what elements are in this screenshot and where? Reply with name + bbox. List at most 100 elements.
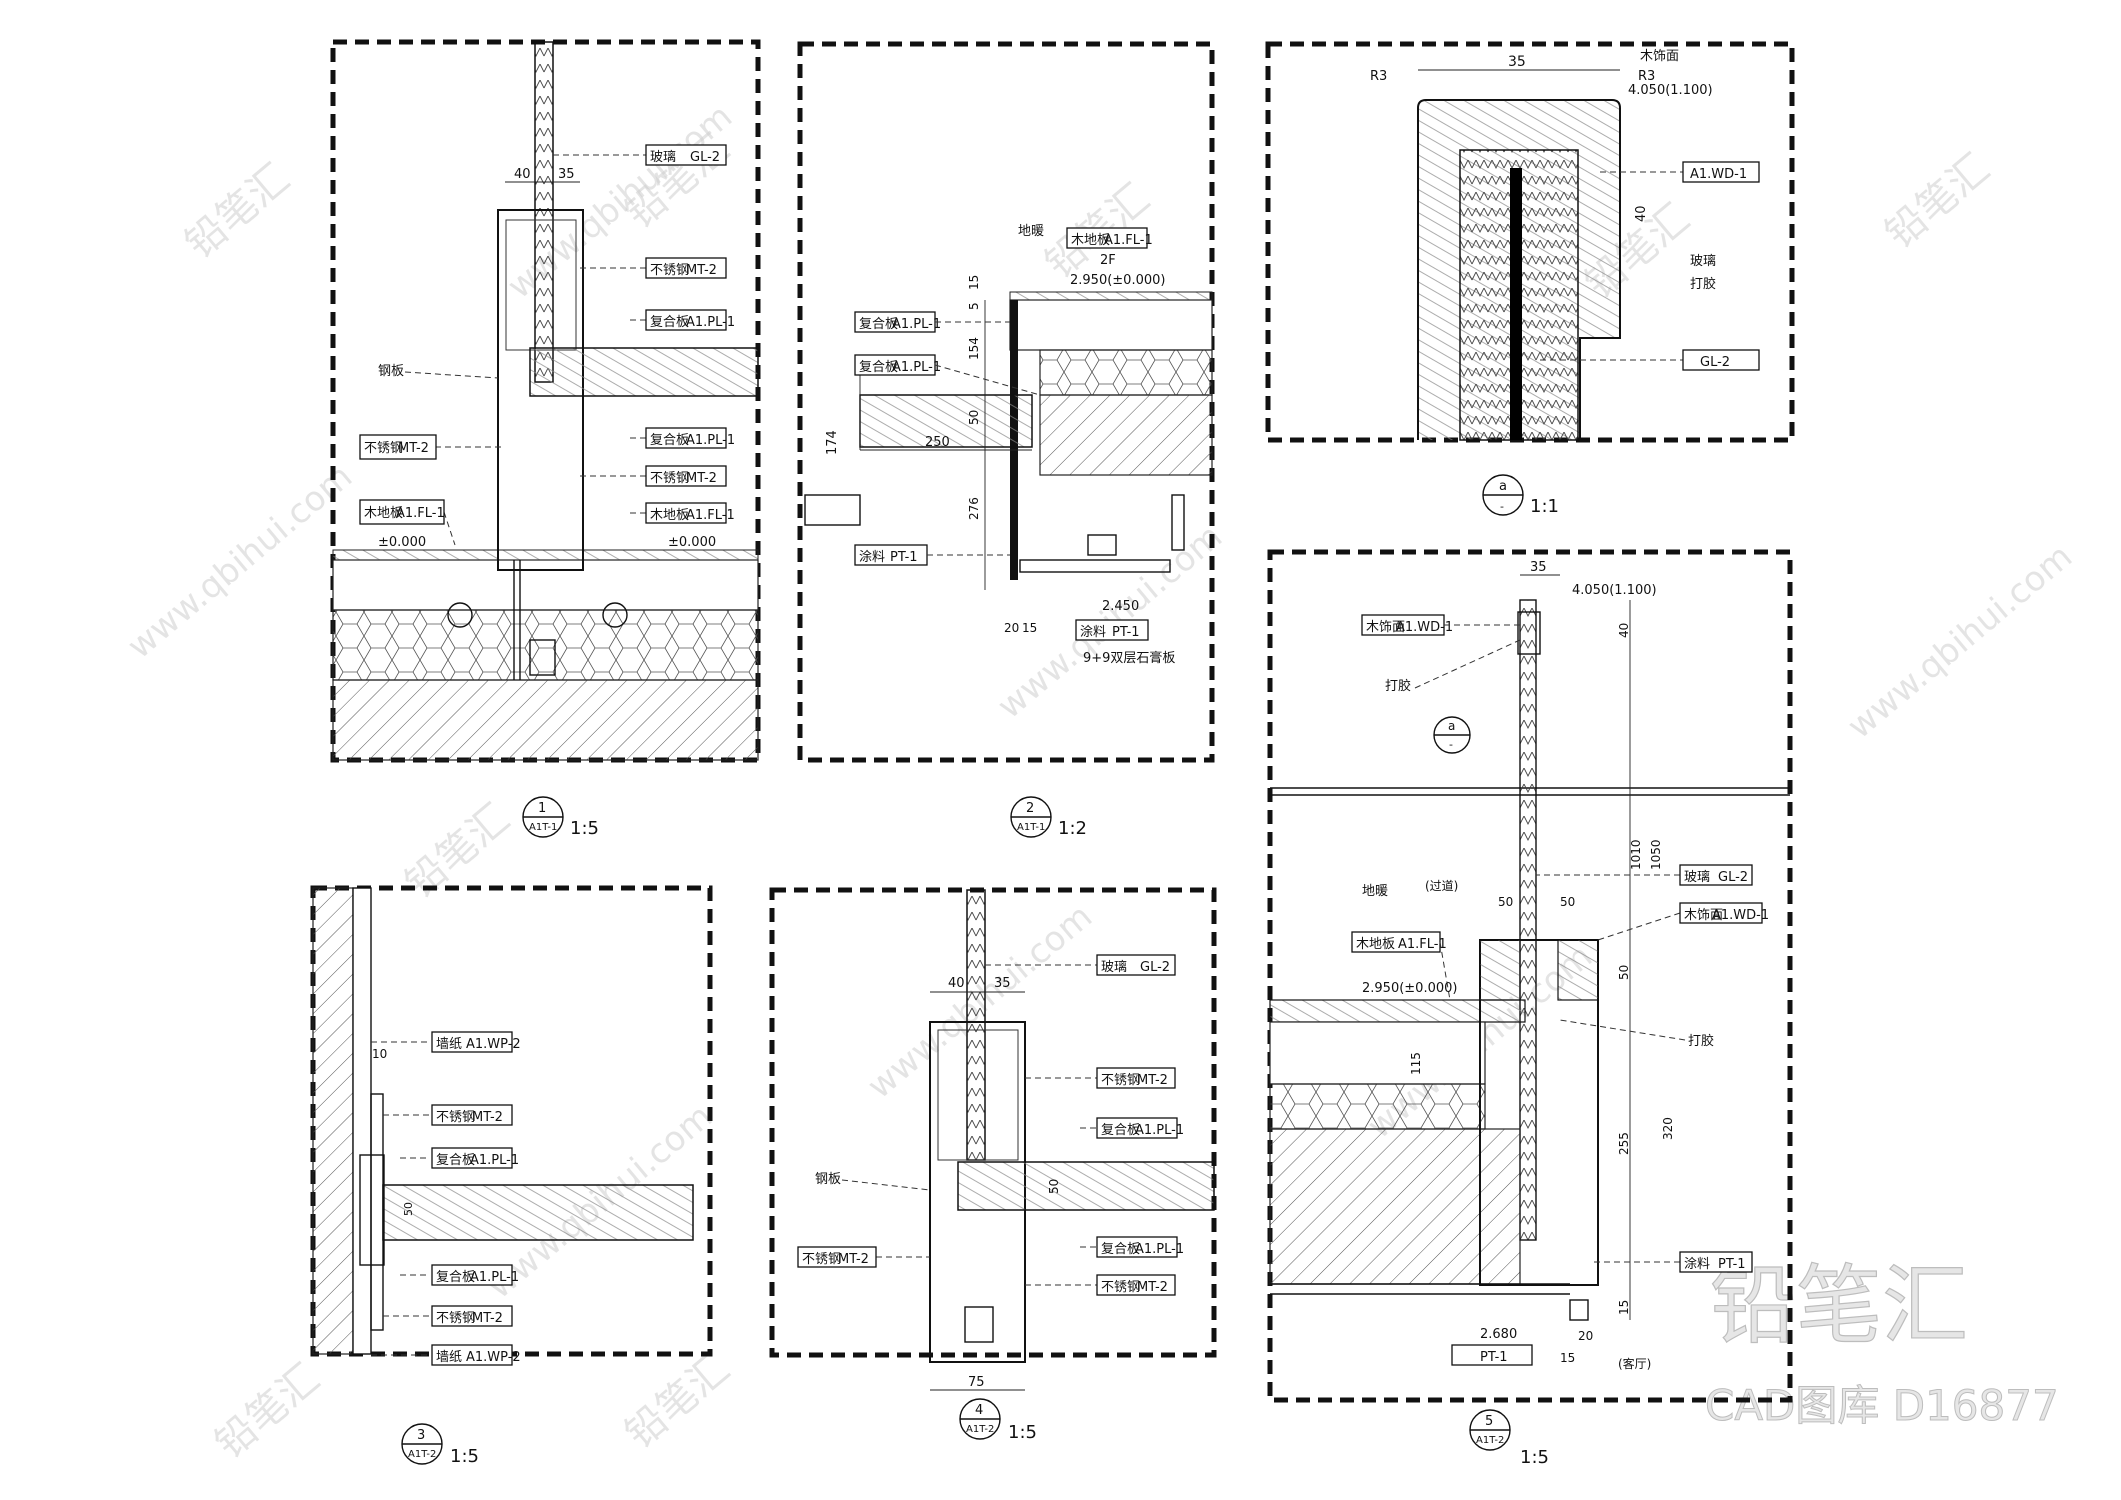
glass-panel	[534, 41, 554, 383]
wood-veneer-note: 木饰面	[1640, 49, 1679, 64]
callout-label: 复合板	[1101, 1242, 1140, 1257]
section-tag-ref: -	[1449, 738, 1453, 751]
detail-ref: A1T-2	[408, 1449, 436, 1460]
concrete-slab	[332, 679, 759, 761]
dim-text: 20	[1578, 1329, 1593, 1343]
level-text: 2.450	[1102, 599, 1139, 614]
dim-text: 50	[1617, 965, 1631, 980]
screed-layer	[1009, 299, 1213, 351]
callout-code: PT-1	[1112, 625, 1140, 640]
glue-note: 打胶	[1690, 276, 1716, 292]
detail-ref: A1T-1	[529, 822, 557, 833]
dim-text: 320	[1661, 1117, 1675, 1140]
floor-heating-note: 地暖	[1362, 884, 1388, 899]
pipe-circle	[602, 602, 628, 628]
callout-code: A1.FL-1	[686, 508, 735, 523]
detail-number: 1	[538, 801, 546, 816]
callout-code: A1.PL-1	[470, 1270, 519, 1285]
detail-5: 35 4.050(1.100) 40 1010 1050 50 50 50 11…	[1267, 549, 1793, 1468]
dim-text: 20	[1004, 621, 1019, 635]
callout-label: 复合板	[436, 1153, 475, 1168]
detail-number: 2	[1026, 801, 1034, 816]
dim-text: 40	[1617, 623, 1631, 638]
callout-code: MT-2	[1137, 1073, 1168, 1088]
callout-code: A1.WP-2	[466, 1037, 521, 1052]
level-text: 2.680	[1480, 1327, 1517, 1342]
trim-piece	[1569, 1299, 1589, 1321]
callout-code: MT-2	[686, 263, 717, 278]
footer-id-watermark: CAD图库 D16877	[1705, 1381, 2059, 1430]
dim-text: 50	[1560, 895, 1575, 909]
level-text: 4.050(1.100)	[1628, 83, 1713, 98]
detail-frame	[1267, 549, 1793, 1403]
level-text: 2.950(±0.000)	[1362, 981, 1457, 996]
watermark-brand: 铅笔汇	[397, 795, 518, 907]
callout-code: A1.PL-1	[1135, 1242, 1184, 1257]
callout-code: A1.PL-1	[892, 317, 941, 332]
callout-code: MT-2	[472, 1311, 503, 1326]
callout-code: GL-2	[1700, 355, 1730, 370]
callout-code: GL-2	[690, 150, 720, 165]
detail-frame	[769, 887, 1217, 1358]
steel-plate-note: 钢板	[815, 1172, 841, 1187]
callout-label: 复合板	[650, 433, 689, 448]
wall-section	[312, 887, 354, 1355]
corridor-note: (过道)	[1425, 879, 1458, 893]
callout-code: GL-2	[1140, 960, 1170, 975]
callout-code: A1.FL-1	[1398, 937, 1447, 952]
callout-label: 复合板	[859, 317, 898, 332]
callout-code: MT-2	[398, 441, 429, 456]
dim-text: 15	[967, 275, 981, 290]
insulation-layer	[1269, 1083, 1486, 1130]
callout-label: 复合板	[1101, 1123, 1140, 1138]
wood-block	[1557, 939, 1599, 1001]
glass-core	[1510, 168, 1522, 440]
detail-scale: 1:5	[1520, 1447, 1549, 1468]
composite-panel	[859, 394, 1033, 448]
callout-label: 不锈钢	[364, 441, 403, 456]
callout-code: GL-2	[1718, 870, 1748, 885]
detail-frame	[1265, 41, 1795, 443]
level-text: ±0.000	[668, 535, 716, 550]
level-text: 2.950(±0.000)	[1070, 273, 1165, 288]
steel-tube	[529, 639, 556, 676]
glue-note: 打胶	[1385, 678, 1411, 694]
callout-label: 木饰面	[1366, 620, 1405, 635]
callout-label: 涂料	[1684, 1256, 1710, 1272]
concrete-slab	[1039, 394, 1213, 476]
wood-floor	[1269, 999, 1526, 1023]
callout-code: A1.PL-1	[686, 315, 735, 330]
wood-block	[1479, 939, 1521, 1001]
dim-text: 75	[968, 1375, 985, 1390]
insulation-layer	[332, 609, 759, 681]
callout-label: 木地板	[364, 506, 403, 521]
callout-code: A1.WD-1	[1396, 620, 1453, 635]
composite-panel	[957, 1161, 1215, 1211]
callout-label: 不锈钢	[436, 1311, 475, 1326]
detail-4: 40 35 50 75 玻璃 GL-2 不锈钢 MT-2 复合板 A1.PL-1…	[769, 887, 1217, 1443]
bracket	[359, 1154, 385, 1266]
wood-floor	[332, 549, 759, 561]
level-2f: 2F	[1100, 253, 1116, 268]
detail-scale: 1:5	[1008, 1422, 1037, 1443]
callout-label: 涂料	[1080, 624, 1106, 640]
detail-scale: 1:1	[1530, 496, 1559, 517]
stainless-post	[1479, 939, 1599, 1286]
watermark-brand: 铅笔汇	[177, 155, 298, 267]
watermark-brand: 铅笔汇	[617, 1345, 738, 1457]
watermark-brand: 铅笔汇	[1877, 145, 1998, 257]
steel-tube	[964, 1306, 994, 1343]
callout-code: MT-2	[686, 471, 717, 486]
callout-code: A1.PL-1	[892, 360, 941, 375]
stainless-plate	[370, 1093, 384, 1331]
dim-text: 276	[967, 497, 981, 520]
dim-text: 50	[402, 1202, 415, 1216]
dim-text: 115	[1409, 1052, 1423, 1075]
callout-label: 木饰面	[1684, 908, 1723, 923]
callout-label: 不锈钢	[650, 471, 689, 486]
detail-a: 35 R3 R3 木饰面 4.050(1.100) 40 A1.WD-1 玻璃 …	[1265, 41, 1795, 517]
callout-label: 不锈钢	[436, 1110, 475, 1125]
dim-text: 174	[825, 430, 840, 455]
callout-label: 玻璃	[1101, 960, 1127, 975]
